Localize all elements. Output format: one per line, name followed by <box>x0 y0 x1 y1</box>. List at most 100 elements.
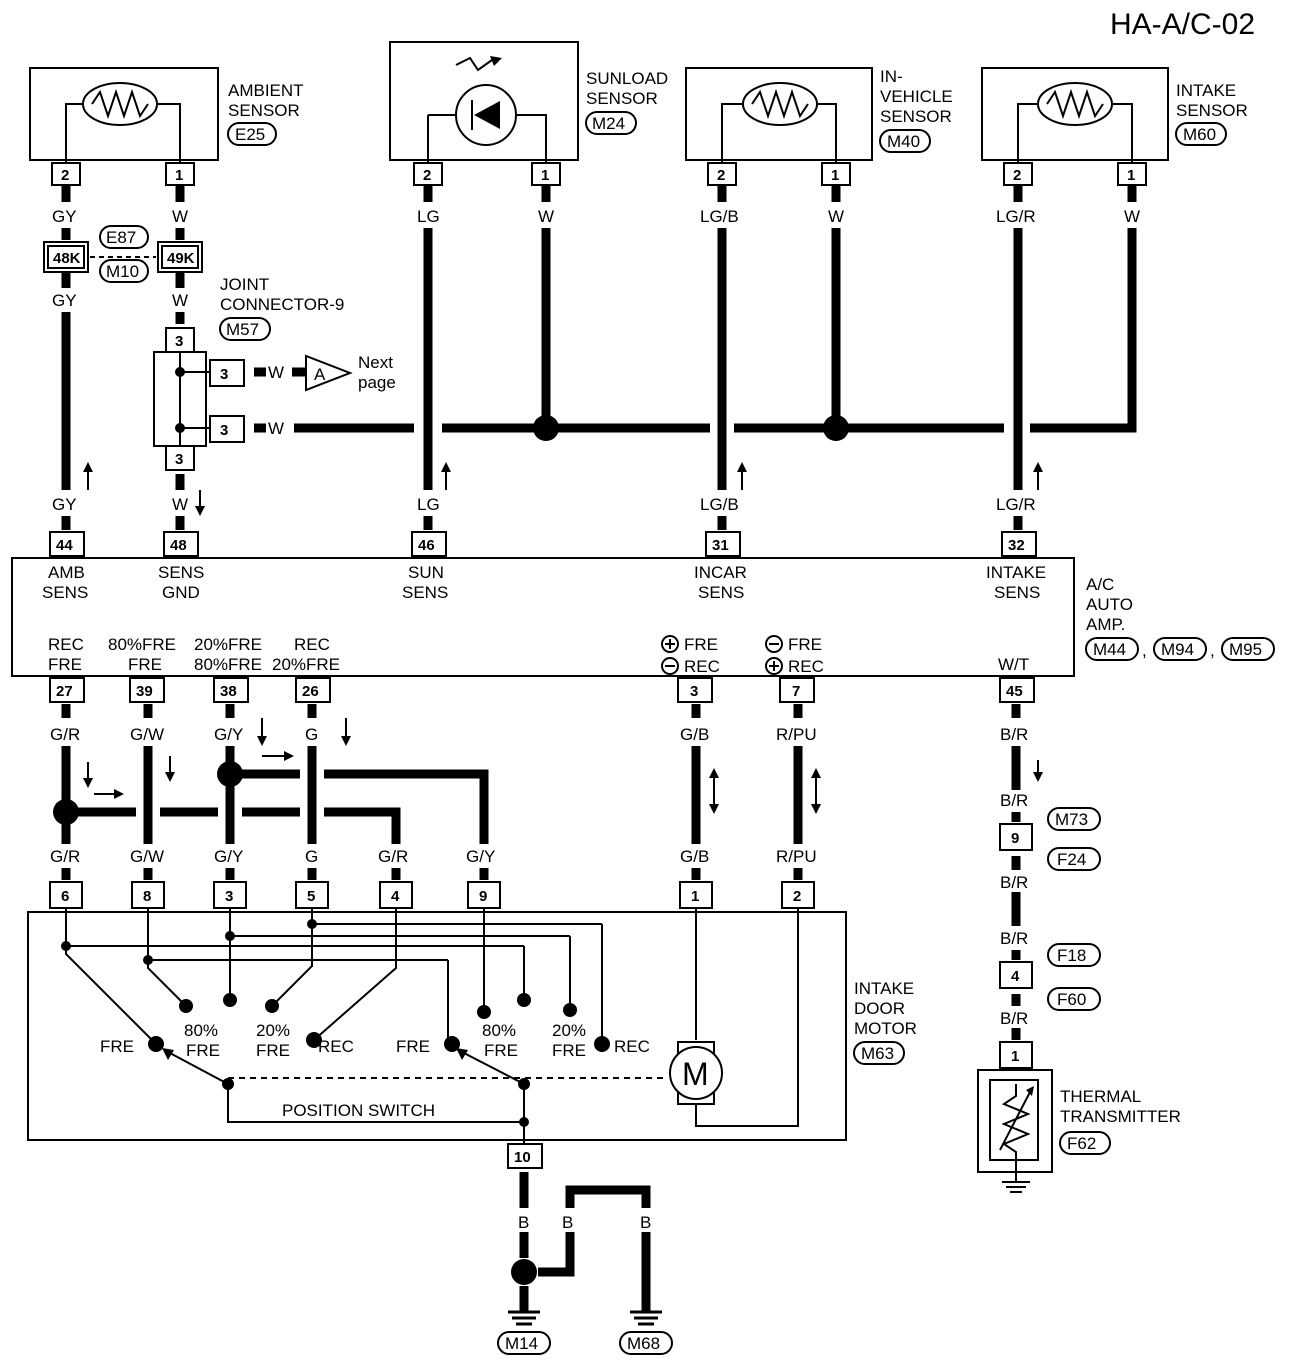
lower-color-labels: G/R G/W G/Y G G/B R/PU B/R G/R G/W G/Y G… <box>50 725 1028 1232</box>
svg-text:B/R: B/R <box>1000 929 1028 948</box>
svg-text:W: W <box>172 291 188 310</box>
svg-text:48: 48 <box>170 537 187 554</box>
svg-text:LG: LG <box>417 207 440 226</box>
lower-wires <box>53 704 1021 1312</box>
svg-text:R/PU: R/PU <box>776 725 817 744</box>
svg-text:F24: F24 <box>1057 850 1086 869</box>
svg-text:A/C: A/C <box>1086 575 1114 594</box>
svg-text:W: W <box>172 207 188 226</box>
svg-text:W: W <box>172 495 188 514</box>
svg-text:49K: 49K <box>167 250 195 267</box>
svg-text:4: 4 <box>391 888 400 905</box>
svg-text:INTAKE: INTAKE <box>986 563 1046 582</box>
svg-text:2: 2 <box>717 167 725 184</box>
svg-text:AMP.: AMP. <box>1086 615 1125 634</box>
ground-m68: M68 <box>627 1334 660 1353</box>
svg-text:,: , <box>1142 641 1147 660</box>
svg-text:FRE: FRE <box>48 655 82 674</box>
intake-door-motor: INTAKE DOOR MOTOR M63 6 8 3 5 4 9 1 2 <box>27 881 917 1169</box>
ambient-name-1: AMBIENT <box>228 81 304 100</box>
svg-text:B/R: B/R <box>1000 791 1028 810</box>
svg-text:FRE: FRE <box>788 635 822 654</box>
svg-text:G/W: G/W <box>130 725 164 744</box>
svg-text:20%: 20% <box>552 1021 586 1040</box>
invehicle-name-1: IN- <box>880 67 903 86</box>
svg-text:CONNECTOR-9: CONNECTOR-9 <box>220 295 344 314</box>
svg-text:1: 1 <box>175 167 183 184</box>
svg-text:39: 39 <box>136 683 153 700</box>
svg-text:20%: 20% <box>256 1021 290 1040</box>
svg-text:SENS: SENS <box>158 563 204 582</box>
svg-text:THERMAL: THERMAL <box>1060 1087 1141 1106</box>
svg-text:M94: M94 <box>1161 640 1194 659</box>
svg-text:80%FRE: 80%FRE <box>194 655 262 674</box>
svg-text:REC: REC <box>318 1037 354 1056</box>
svg-text:10: 10 <box>514 1149 531 1166</box>
inline-connectors-br: 9 M73 F24 4 F18 F60 <box>999 807 1101 1011</box>
svg-text:Next: Next <box>358 353 393 372</box>
svg-text:44: 44 <box>56 537 73 554</box>
svg-text:B/R: B/R <box>1000 1009 1028 1028</box>
svg-text:GY: GY <box>52 495 77 514</box>
svg-text:M57: M57 <box>226 320 259 339</box>
svg-text:B: B <box>518 1213 529 1232</box>
svg-text:FRE: FRE <box>128 655 162 674</box>
sensor-pins: 2 1 2 1 2 1 2 1 <box>51 162 1147 186</box>
svg-text:80%FRE: 80%FRE <box>108 635 176 654</box>
svg-text:3: 3 <box>175 333 183 350</box>
intake-conn: M60 <box>1183 125 1216 144</box>
svg-text:48K: 48K <box>53 250 81 267</box>
svg-text:AMB: AMB <box>48 563 85 582</box>
svg-text:TRANSMITTER: TRANSMITTER <box>1060 1107 1181 1126</box>
sunload-conn: M24 <box>592 114 625 133</box>
svg-text:LG: LG <box>417 495 440 514</box>
svg-text:REC: REC <box>788 657 824 676</box>
svg-text:REC: REC <box>48 635 84 654</box>
svg-text:3: 3 <box>225 888 233 905</box>
svg-text:G/R: G/R <box>50 725 80 744</box>
svg-text:W/T: W/T <box>998 655 1029 674</box>
svg-text:B: B <box>562 1213 573 1232</box>
ac-auto-amp: A/C AUTO AMP. M44 , M94 , M95 44 48 46 3… <box>11 531 1275 703</box>
svg-text:1: 1 <box>691 888 699 905</box>
svg-text:8: 8 <box>143 888 151 905</box>
ambient-name-2: SENSOR <box>228 101 300 120</box>
svg-text:W: W <box>1124 207 1140 226</box>
svg-text:20%FRE: 20%FRE <box>194 635 262 654</box>
svg-text:M: M <box>682 1056 709 1092</box>
svg-text:W: W <box>828 207 844 226</box>
sunload-name-2: SENSOR <box>586 89 658 108</box>
svg-text:20%FRE: 20%FRE <box>272 655 340 674</box>
svg-text:LG/B: LG/B <box>700 495 739 514</box>
svg-text:GND: GND <box>162 583 200 602</box>
invehicle-conn: M40 <box>887 132 920 151</box>
signal-arrows-upper <box>83 462 1043 516</box>
svg-text:G: G <box>305 725 318 744</box>
intake-sensor: INTAKE SENSOR M60 <box>981 67 1248 172</box>
invehicle-sensor: IN- VEHICLE SENSOR M40 <box>685 67 953 172</box>
svg-text:GY: GY <box>52 207 77 226</box>
svg-text:F60: F60 <box>1057 990 1086 1009</box>
ground-symbols: M14 M68 <box>497 1310 673 1355</box>
svg-text:FRE: FRE <box>186 1041 220 1060</box>
svg-text:1: 1 <box>831 167 839 184</box>
svg-text:REC: REC <box>684 657 720 676</box>
svg-text:SUN: SUN <box>408 563 444 582</box>
svg-text:B/R: B/R <box>1000 873 1028 892</box>
svg-text:7: 7 <box>792 683 800 700</box>
upper-wires <box>61 186 1137 530</box>
joint-connector-9: JOINT CONNECTOR-9 M57 3 3 3 3 A Next pag… <box>153 275 396 471</box>
invehicle-name-2: VEHICLE <box>880 87 953 106</box>
svg-text:F62: F62 <box>1067 1134 1096 1153</box>
svg-text:3: 3 <box>690 683 698 700</box>
svg-text:AUTO: AUTO <box>1086 595 1133 614</box>
svg-text:2: 2 <box>793 888 801 905</box>
svg-text:R/PU: R/PU <box>776 847 817 866</box>
svg-text:80%: 80% <box>184 1021 218 1040</box>
upper-color-labels: GY W GY W LG W LG/B W LG/R W W W GY W LG… <box>52 207 1140 514</box>
svg-text:4: 4 <box>1011 968 1020 985</box>
svg-text:3: 3 <box>175 451 183 468</box>
svg-text:SENS: SENS <box>402 583 448 602</box>
